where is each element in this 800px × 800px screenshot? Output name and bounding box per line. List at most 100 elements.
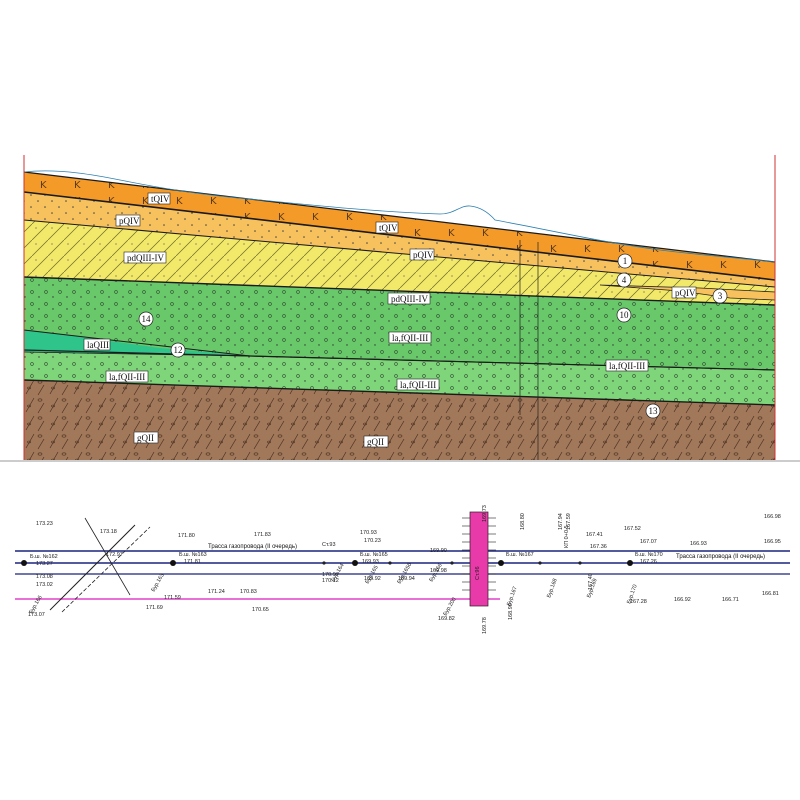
layer-light-orange-pattern (24, 192, 775, 287)
layer-number: 12 (174, 345, 183, 355)
geological-section: tQIV tQIV pQIV pQIV pdQIII-IV pdQIII-IV … (0, 155, 800, 462)
elevation-label: 173.08 (36, 574, 53, 580)
layer-green-pattern (24, 277, 775, 370)
elevation-label: 171.81 (184, 559, 201, 565)
well-label: Б.ш. №163 (179, 552, 207, 558)
elevation-label: 166.92 (674, 597, 691, 603)
layer-label: pQIV (675, 288, 696, 298)
elevation-label: 170.83 (240, 589, 257, 595)
layer-label: la,fQII-III (400, 380, 436, 390)
layer-number: 10 (620, 310, 630, 320)
layer-label: la,fQII-III (392, 333, 428, 343)
elevation-label: 171.83 (254, 532, 271, 538)
plan-view: Трасса газопровода (II очередь) Трасса г… (15, 505, 790, 634)
survey-point (450, 561, 454, 565)
pipe-label: КП 0+0.5 (564, 525, 570, 548)
route-title-left: Трасса газопровода (II очередь) (208, 544, 297, 550)
survey-point (388, 561, 392, 565)
elevation-label: 171.24 (208, 589, 225, 595)
pipe-label: Ст.96 (475, 566, 481, 580)
elevation-label: 171.59 (164, 595, 181, 601)
layer-label: pdQIII-IV (127, 253, 164, 263)
elevation-label: 170.65 (252, 607, 269, 613)
elevation-label: 169.73 (482, 505, 488, 522)
borehole-label: Бур.200 (443, 597, 458, 617)
layer-label: gQII (137, 433, 154, 443)
well-label: Б.ш. №170 (635, 552, 663, 558)
elevation-label: 170.93 (360, 530, 377, 536)
elevation-label: 167.26 (640, 559, 657, 565)
elevation-label: 167.07 (640, 539, 657, 545)
elevation-label: 169.90 (430, 548, 447, 554)
elevation-label: 171.69 (146, 605, 163, 611)
route-title-right: Трасса газопровода (II очередь) (676, 554, 765, 560)
crossing-pipe (469, 511, 489, 607)
elevation-label: 166.98 (764, 514, 781, 520)
elevation-label: 167.28 (630, 599, 647, 605)
well-marker (170, 560, 176, 566)
well-marker (352, 560, 358, 566)
layer-label: tQIV (379, 223, 398, 233)
layer-number: 14 (142, 314, 152, 324)
well-label: Б.ш. №167 (506, 552, 534, 558)
well-label: Б.ш. №162 (30, 554, 58, 560)
layer-label: la,fQII-III (609, 361, 645, 371)
borehole-label: Бур.163 (151, 573, 166, 593)
layer-light-green-pattern (24, 350, 775, 405)
survey-point (538, 561, 542, 565)
elevation-label: 167.41 (586, 532, 603, 538)
elevation-label: 170.23 (364, 538, 381, 544)
borehole-label: Бур.168 (546, 578, 558, 599)
elevation-label: 167.40 (588, 573, 594, 590)
layer-label: pdQIII-IV (391, 294, 428, 304)
elevation-label: 167.52 (624, 526, 641, 532)
layer-number: 4 (622, 275, 627, 285)
elevation-label: 170.97 (322, 572, 339, 578)
elevation-label: 166.81 (762, 591, 779, 597)
elevation-label: 170.12 (322, 578, 339, 584)
elevation-label: 168.90 (508, 603, 514, 620)
elevation-label: 167.59 (566, 513, 572, 530)
elevation-label: 166.95 (764, 539, 781, 545)
layer-number: 13 (649, 406, 659, 416)
elevation-label: 173.07 (28, 612, 45, 618)
elevation-label: 169.98 (430, 568, 447, 574)
layer-boundaries (23, 171, 776, 406)
elevation-label: 166.71 (722, 597, 739, 603)
elevation-label: 169.78 (482, 617, 488, 634)
layer-number: 1 (623, 256, 628, 266)
elevation-label: 173.23 (36, 521, 53, 527)
elevation-label: 168.80 (520, 513, 526, 530)
layer-teal-lens (24, 330, 250, 356)
layer-numbers: 1 4 3 10 14 12 13 (138, 253, 728, 419)
well-marker (21, 560, 27, 566)
point-markers (322, 561, 582, 565)
layer-label: pQIV (413, 250, 434, 260)
elevation-label: 169.92 (364, 576, 381, 582)
layer-label: pQIV (119, 216, 140, 226)
survey-point (578, 561, 582, 565)
diagonal-line-3 (84, 517, 131, 596)
layer-label: la,fQII-III (109, 372, 145, 382)
elevation-label: 169.94 (398, 576, 415, 582)
well-marker (498, 560, 504, 566)
crossing-pipe-ticks (462, 517, 496, 591)
elevation-label: 171.80 (178, 533, 195, 539)
elevation-label: 169.93 (362, 559, 379, 565)
layer-orange-pattern (24, 172, 775, 280)
survey-point (322, 561, 326, 565)
layer-brown-moraine-pattern (24, 380, 775, 460)
elevation-labels: 173.23 173.18 172.97 173.27 173.08 173.0… (28, 505, 781, 634)
elevation-label: 167.94 (558, 513, 564, 530)
elevation-label: 169.82 (438, 616, 455, 622)
diagonal-line-2 (61, 526, 151, 613)
elevation-label: 172.97 (106, 552, 123, 558)
elevation-label: 173.27 (36, 561, 53, 567)
well-label: Б.ш. №165 (360, 552, 388, 558)
layer-label: laQIII (87, 340, 109, 350)
elevation-label: 167.36 (590, 544, 607, 550)
layer-labels: tQIV tQIV pQIV pQIV pdQIII-IV pdQIII-IV … (83, 192, 697, 448)
elevation-label: 173.18 (100, 529, 117, 535)
layer-number: 3 (718, 291, 723, 301)
